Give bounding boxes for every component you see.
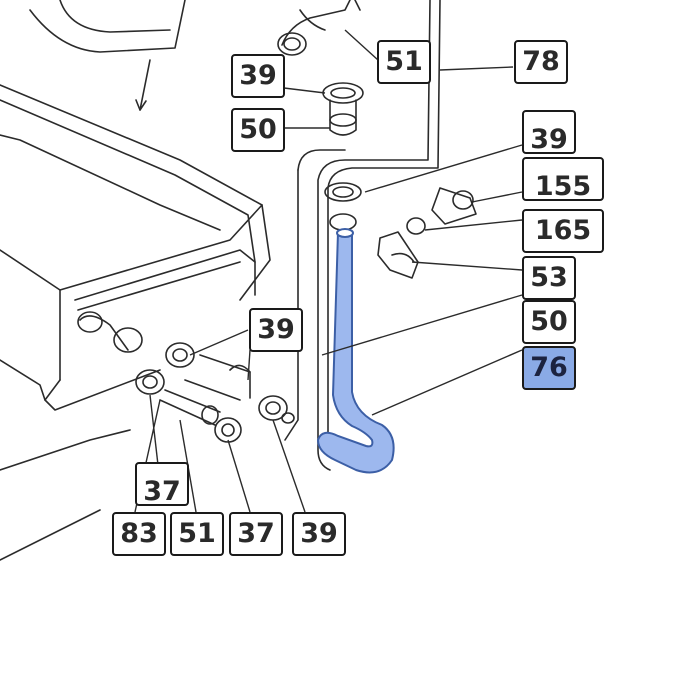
callout-53[interactable]: 53 (522, 256, 576, 300)
fuel-tank-outline (0, 0, 271, 561)
hose-end-ring (336, 228, 354, 238)
callout-37-bottom[interactable]: 37 (229, 512, 283, 556)
highlighted-hose-part-76[interactable] (316, 231, 395, 474)
callout-50-upper[interactable]: 50 (231, 108, 285, 152)
callout-78[interactable]: 78 (514, 40, 568, 84)
callout-39-middle[interactable]: 39 (249, 308, 303, 352)
callout-37-upper[interactable]: 37 (135, 462, 189, 506)
callout-155[interactable]: 155 (522, 157, 604, 201)
callout-165[interactable]: 165 (522, 209, 604, 253)
callout-39-upper[interactable]: 39 (231, 54, 285, 98)
callout-83[interactable]: 83 (112, 512, 166, 556)
callout-51-bottom[interactable]: 51 (170, 512, 224, 556)
pipe-assembly (77, 0, 477, 471)
callout-76-highlighted[interactable]: 76 (522, 346, 576, 390)
callout-50-right[interactable]: 50 (522, 300, 576, 344)
callout-51-top[interactable]: 51 (377, 40, 431, 84)
callout-39-bottom[interactable]: 39 (292, 512, 346, 556)
callout-39-right[interactable]: 39 (522, 110, 576, 154)
leader-lines (134, 29, 523, 513)
